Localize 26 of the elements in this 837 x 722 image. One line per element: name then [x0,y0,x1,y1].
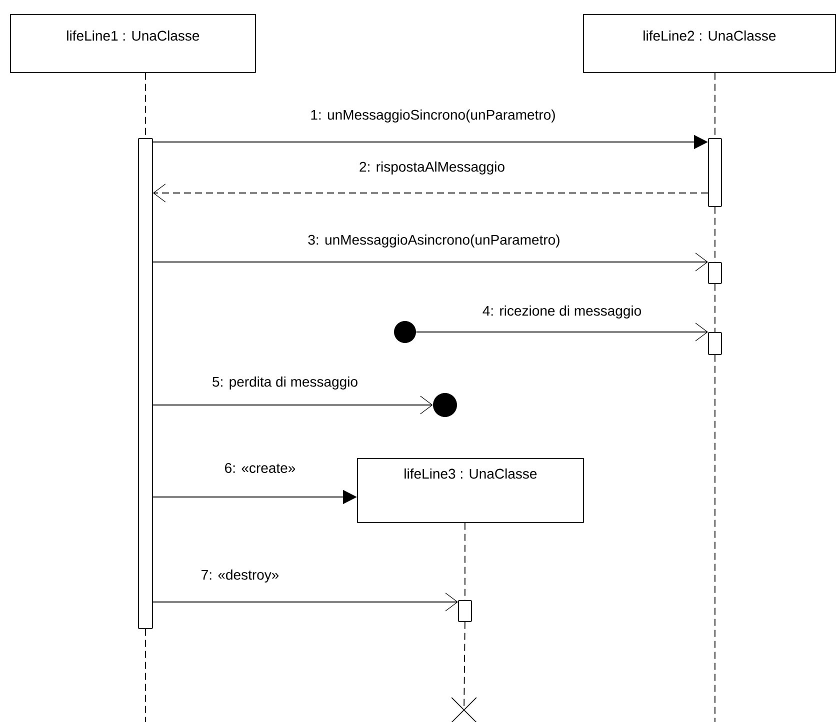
lifeline-head-box: lifeLine1 : UnaClasse [10,14,256,73]
lifeline [714,354,716,722]
activation-bar [708,262,722,284]
message-label: 7: «destroy» [200,568,280,584]
message-arrow [152,396,433,414]
activation-bar [708,332,722,355]
activation-bar [138,138,153,629]
message-label: 4: ricezione di messaggio [481,304,643,320]
lost-message-dot [433,393,457,417]
destruction-mark [451,697,477,722]
message-label: 1: unMessaggioSincrono(unParametro) [309,108,557,124]
message-arrow [152,592,458,612]
lifeline [145,628,146,722]
message-arrow [152,252,708,272]
lifeline [714,283,716,332]
message-label: 2: rispostaAlMessaggio [358,160,506,176]
found-message-dot [394,321,416,343]
return-arrow [152,184,708,202]
message-label: 3: unMessaggioAsincrono(unParametro) [306,233,562,249]
activation-bar [708,138,722,207]
lifeline-head-box: lifeLine2 : UnaClasse [583,14,836,73]
message-arrow [416,322,708,342]
lifeline-head-box: lifeLine3 : UnaClasse [357,458,584,523]
message-label: 6: «create» [223,462,297,474]
message-label: 5: perdita di messaggio [210,375,360,391]
activation-bar [458,600,472,622]
